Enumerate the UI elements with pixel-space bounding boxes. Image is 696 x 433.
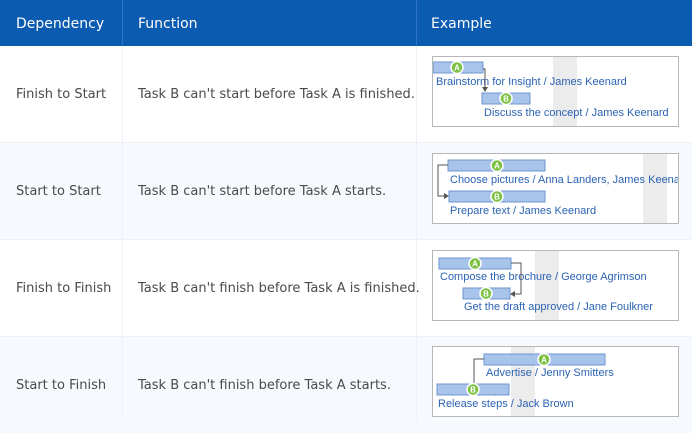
dependency-arrow [437, 164, 448, 197]
arrow-head [444, 193, 449, 199]
dependency-table: Dependency Function Example Finish to St… [0, 0, 692, 420]
task-a-badge [468, 256, 482, 271]
task-a-label: Choose pictures / Anna Landers, James Ke… [450, 174, 678, 186]
task-b-badge-text: B [483, 290, 489, 299]
gantt-example: A Brainstorm for Insight / James Keenard… [433, 57, 669, 126]
header-function: Function [138, 16, 198, 32]
dependency-type: Finish to Finish [16, 280, 112, 296]
header-divider [416, 0, 417, 46]
table-row: Start to Finish Task B can't finish befo… [0, 337, 692, 433]
task-b-badge-text: B [470, 386, 476, 395]
task-b-label: Get the draft approved / Jane Foulkner [464, 301, 653, 313]
task-b-label: Prepare text / James Keenard [450, 205, 596, 217]
task-a-badge [537, 352, 551, 367]
gantt-example: A Compose the brochure / George Agrimson… [438, 251, 653, 320]
dependency-function: Task B can't finish before Task A is fin… [138, 280, 420, 296]
task-a-badge-text: A [494, 162, 500, 171]
column-divider [416, 46, 417, 420]
row-divider [0, 336, 692, 337]
gantt-example: A Choose pictures / Anna Landers, James … [437, 154, 678, 223]
task-a-badge-text: A [472, 260, 478, 269]
table-row: Finish to Start Task B can't start befor… [0, 46, 692, 142]
grid-shade [553, 57, 577, 126]
header-divider [122, 0, 123, 46]
task-a-badge-text: A [454, 64, 460, 73]
gantt-example: A Advertise / Jenny Smitters B Release s… [436, 347, 614, 416]
task-a-badge [490, 158, 504, 173]
arrow-head [482, 87, 488, 92]
task-a-label: Compose the brochure / George Agrimson [440, 271, 647, 283]
header-example: Example [431, 16, 492, 32]
row-divider [0, 239, 692, 240]
grid-shade [643, 154, 667, 223]
task-b-badge [479, 286, 493, 301]
header-dependency: Dependency [16, 16, 105, 32]
column-divider [122, 46, 123, 420]
table-header: Dependency Function Example [0, 0, 692, 46]
task-b-badge-text: B [494, 193, 500, 202]
table-row: Finish to Finish Task B can't finish bef… [0, 240, 692, 336]
task-a-label: Advertise / Jenny Smitters [486, 367, 614, 379]
arrow-head [510, 291, 515, 297]
task-a-badge-text: A [541, 356, 547, 365]
dependency-type: Finish to Start [16, 86, 107, 102]
dependency-arrow [511, 262, 522, 295]
example-diagram-start-to-start: A Choose pictures / Anna Landers, James … [432, 153, 679, 224]
dependency-type: Start to Finish [16, 377, 107, 393]
dependency-arrow [483, 68, 486, 89]
task-b-badge [490, 189, 504, 204]
task-b-badge [499, 91, 513, 106]
task-b-badge-text: B [503, 95, 509, 104]
row-divider [0, 142, 692, 143]
task-a-badge [450, 60, 464, 75]
example-diagram-finish-to-finish: A Compose the brochure / George Agrimson… [432, 250, 679, 321]
dependency-function: Task B can't finish before Task A starts… [138, 377, 391, 393]
dependency-function: Task B can't start before Task A is fini… [138, 86, 415, 102]
example-diagram-finish-to-start: A Brainstorm for Insight / James Keenard… [432, 56, 679, 127]
dependency-function: Task B can't start before Task A starts. [138, 183, 387, 199]
example-diagram-start-to-finish: A Advertise / Jenny Smitters B Release s… [432, 346, 679, 417]
task-b-badge [466, 382, 480, 397]
table-row: Start to Start Task B can't start before… [0, 143, 692, 239]
task-b-label: Release steps / Jack Brown [438, 398, 574, 410]
grid-shade [535, 251, 559, 320]
dependency-type: Start to Start [16, 183, 101, 199]
task-a-label: Brainstorm for Insight / James Keenard [436, 76, 627, 88]
task-b-label: Discuss the concept / James Keenard [484, 107, 669, 119]
